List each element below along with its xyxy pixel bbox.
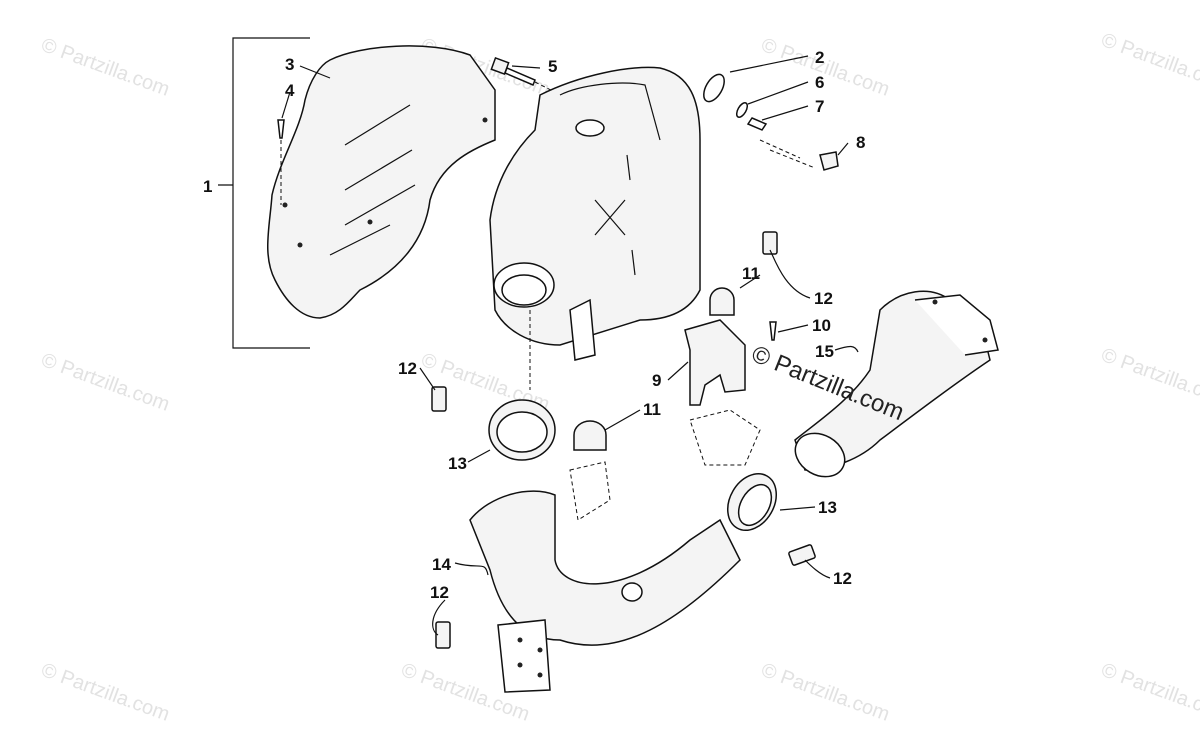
label-part-3: 3 <box>285 55 294 74</box>
heat-shield <box>267 45 496 319</box>
label-part-12-left-lower: 12 <box>430 583 449 602</box>
watermark-1: © Partzilla.com <box>38 34 172 101</box>
watermark-11: © Partzilla.com <box>1098 659 1200 726</box>
mounting-bracket <box>684 319 761 466</box>
label-part-4: 4 <box>285 81 295 100</box>
label-part-13-left: 13 <box>448 454 467 473</box>
rivet <box>277 119 285 205</box>
label-part-13-right: 13 <box>818 498 837 517</box>
stud <box>769 321 777 341</box>
watermark-4: © Partzilla.com <box>1098 29 1200 96</box>
label-part-5: 5 <box>548 57 557 76</box>
label-part-15: 15 <box>815 342 834 361</box>
assembly-bracket <box>218 37 310 349</box>
label-part-12-left-upper: 12 <box>398 359 417 378</box>
label-part-10: 10 <box>812 316 831 335</box>
label-part-7: 7 <box>815 97 824 116</box>
label-part-1: 1 <box>203 177 212 196</box>
y-pipe <box>794 290 999 478</box>
springs <box>431 231 816 649</box>
label-part-6: 6 <box>815 73 824 92</box>
grommet-and-washers <box>703 73 839 171</box>
label-part-11-lower: 11 <box>643 400 661 419</box>
seal-rings <box>488 399 777 531</box>
watermark-3: © Partzilla.com <box>758 34 892 101</box>
leader-lines <box>281 55 859 636</box>
label-part-12-right-upper: 12 <box>814 289 833 308</box>
rubber-mount <box>569 287 735 521</box>
label-part-2: 2 <box>815 48 824 67</box>
label-part-8: 8 <box>856 133 865 152</box>
watermark-7: © Partzilla.com <box>1098 344 1200 411</box>
watermark-10: © Partzilla.com <box>758 659 892 726</box>
label-part-9: 9 <box>652 371 661 390</box>
watermark-5: © Partzilla.com <box>38 349 172 416</box>
watermark-8: © Partzilla.com <box>38 659 172 726</box>
label-part-11-upper: 11 <box>742 264 760 283</box>
label-part-12-right-lower: 12 <box>833 569 852 588</box>
exhaust-pipe <box>469 490 741 693</box>
muffler <box>489 66 701 390</box>
label-part-14: 14 <box>432 555 451 574</box>
